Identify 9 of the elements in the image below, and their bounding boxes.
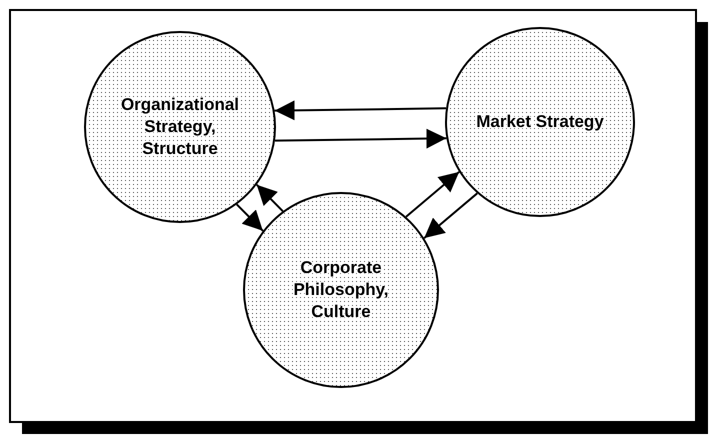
arrow: [256, 184, 284, 212]
arrow: [405, 171, 460, 218]
arrow: [236, 204, 264, 232]
arrow: [424, 192, 478, 239]
node-label: Organizational Strategy, Structure: [120, 94, 240, 160]
node-label: Corporate Philosophy, Culture: [292, 256, 390, 324]
arrow: [275, 128, 446, 149]
node-label: Market Strategy: [475, 110, 605, 133]
arrow: [274, 100, 446, 120]
